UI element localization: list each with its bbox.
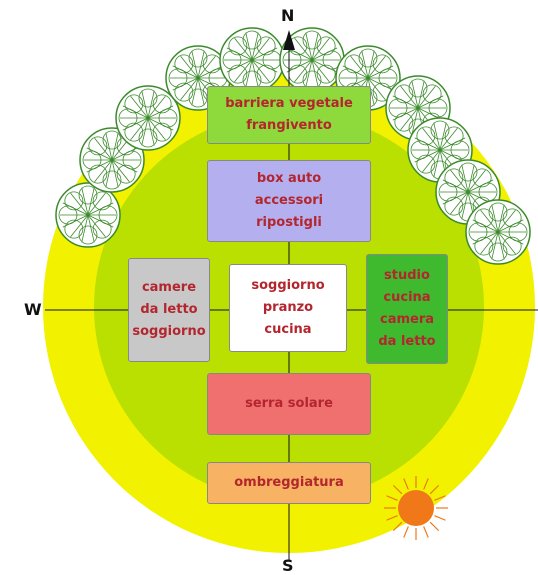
- compass-south-label: S: [282, 556, 294, 575]
- garage-zone: box auto accessori ripostigli: [207, 160, 371, 242]
- compass-north-label: N: [281, 6, 295, 25]
- windbreak-zone: barriera vegetale frangivento: [207, 86, 371, 144]
- tree-icon: [55, 182, 121, 248]
- compass-west-label: W: [24, 300, 42, 319]
- tree-icon: [465, 199, 531, 265]
- center-zone: soggiorno pranzo cucina: [229, 264, 347, 352]
- tree-icon: [219, 27, 285, 93]
- west-rooms-zone: camere da letto soggiorno: [128, 258, 210, 362]
- east-rooms-zone: studio cucina camera da letto: [366, 254, 448, 364]
- tree-icon: [115, 85, 181, 151]
- sun-icon: [384, 476, 448, 540]
- north-arrow-icon: [283, 30, 295, 50]
- tree-icon: [279, 27, 345, 93]
- greenhouse-zone: serra solare: [207, 373, 371, 435]
- shading-zone: ombreggiatura: [207, 462, 371, 504]
